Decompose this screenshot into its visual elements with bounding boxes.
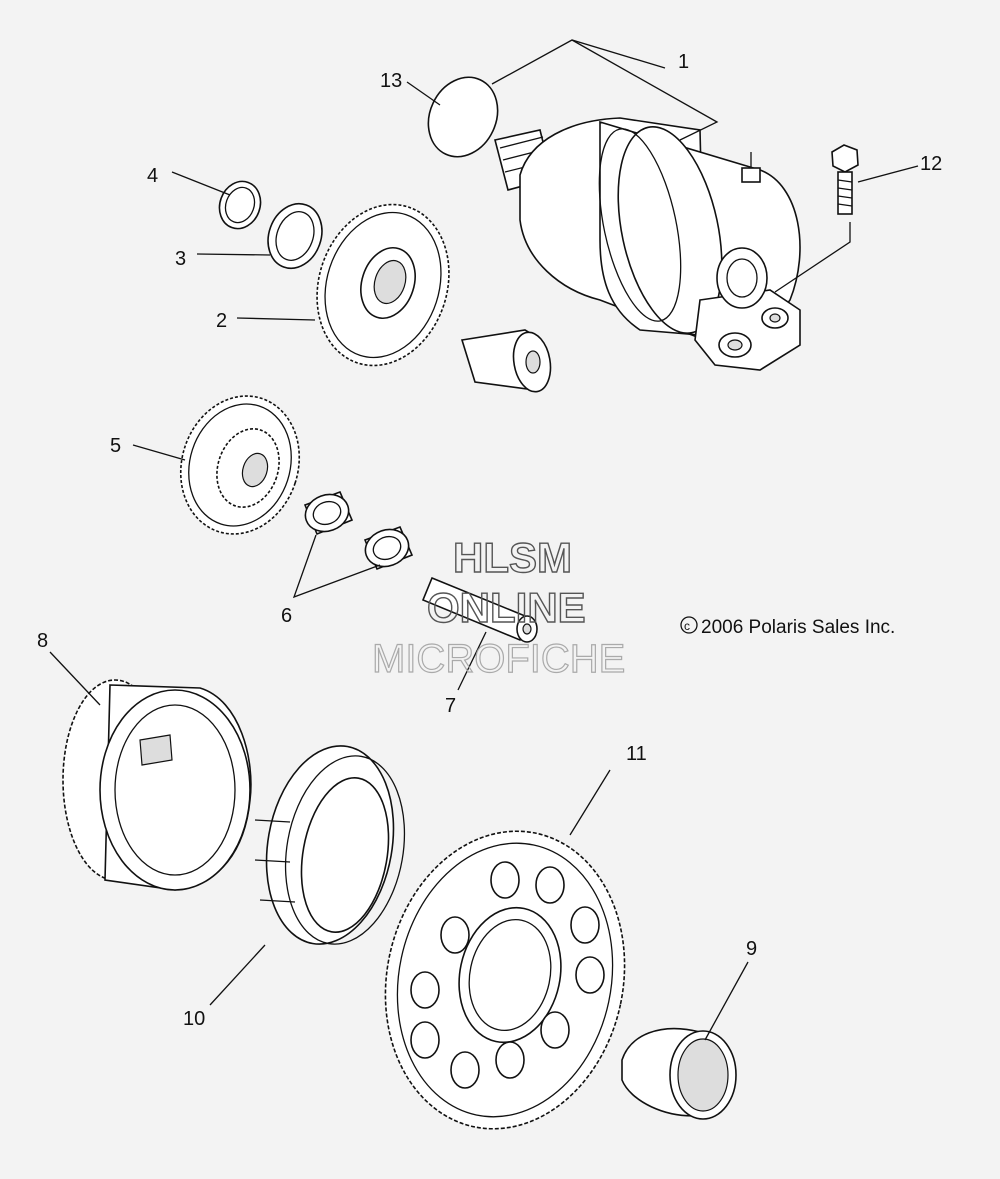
svg-text:c: c [684, 619, 690, 633]
label-part-13: 13 [380, 70, 402, 92]
label-part-5: 5 [110, 435, 121, 457]
leader-lines [49, 39, 919, 1041]
copyright-icon [680, 616, 698, 634]
part-10-one-way-clutch [254, 745, 406, 945]
label-part-8: 8 [37, 630, 48, 652]
part-7-shaft [421, 576, 538, 643]
part-6-needle-bearings [303, 490, 414, 571]
part-4-snap-ring [218, 180, 262, 230]
watermark: HLSM ONLINE MICROFICHE [371, 533, 626, 681]
part-1-starter-motor [494, 117, 801, 371]
label-part-4: 4 [147, 165, 158, 187]
part-9-bearing [621, 1027, 737, 1120]
part-8-starter-clutch [62, 679, 252, 891]
part-12-bolt [831, 144, 859, 215]
part-13-gasket [427, 76, 499, 158]
label-part-2: 2 [216, 310, 227, 332]
part-3-washer [267, 202, 323, 270]
label-part-12: 12 [920, 153, 942, 175]
label-part-9: 9 [746, 938, 757, 960]
label-part-6: 6 [281, 605, 292, 627]
label-part-10: 10 [183, 1008, 205, 1030]
label-part-3: 3 [175, 248, 186, 270]
part-5-compound-gear [179, 395, 301, 535]
label-part-7: 7 [445, 695, 456, 717]
label-part-11: 11 [626, 743, 647, 765]
watermark-line-2: ONLINE [427, 584, 586, 631]
part-11-driven-gear [384, 830, 626, 1130]
part-2-idler-gear [316, 203, 450, 367]
spacer-sleeve [460, 329, 552, 393]
watermark-line-3: MICROFICHE [372, 637, 625, 681]
copyright-notice: c 2006 Polaris Sales Inc. [680, 616, 895, 638]
watermark-line-1: HLSM [453, 534, 572, 581]
label-part-1: 1 [678, 51, 689, 73]
copyright-text: 2006 Polaris Sales Inc. [701, 617, 895, 638]
